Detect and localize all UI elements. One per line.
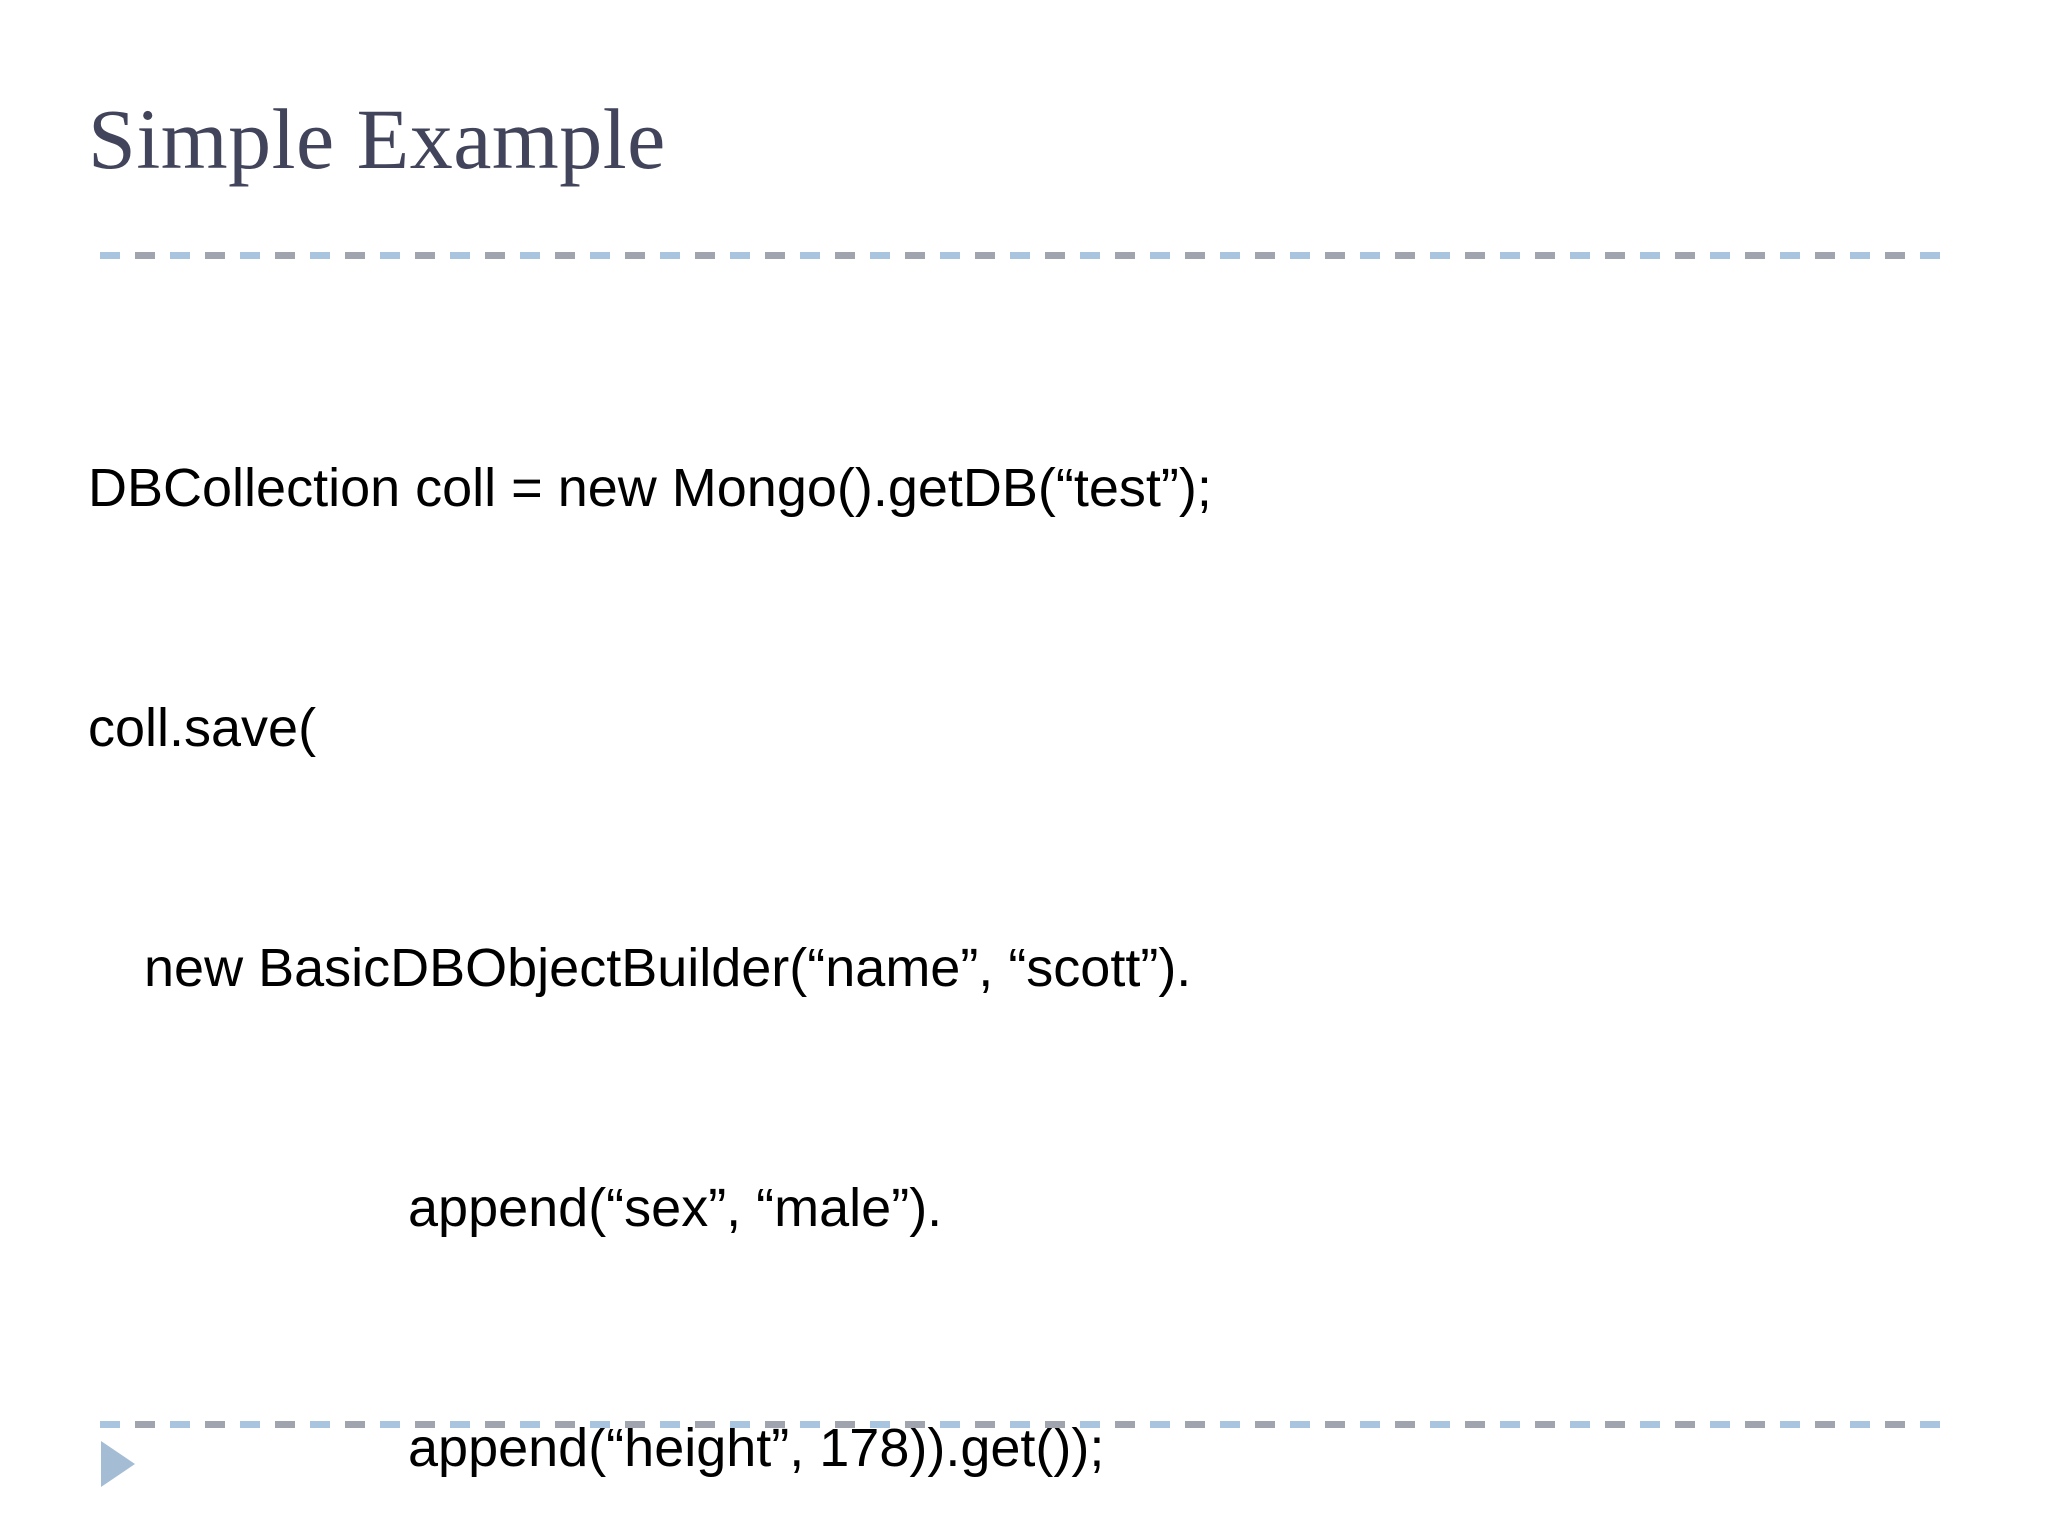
page-title: Simple Example [88,91,666,187]
code-line-2: coll.save( [88,698,317,758]
code-line-4: append(“sex”, “male”). [408,1178,943,1238]
code-line-5: append(“height”, 178)).get()); [408,1418,1105,1478]
title-dashed-divider [100,252,1942,259]
code-line-1: DBCollection coll = new Mongo().getDB(“t… [88,458,1212,518]
code-content-block: DBCollection coll = new Mongo().getDB(“t… [88,288,1968,1536]
footer-dashed-divider [100,1421,1942,1428]
code-line-3: new BasicDBObjectBuilder(“name”, “scott”… [144,938,1192,998]
play-triangle-icon [101,1441,135,1487]
